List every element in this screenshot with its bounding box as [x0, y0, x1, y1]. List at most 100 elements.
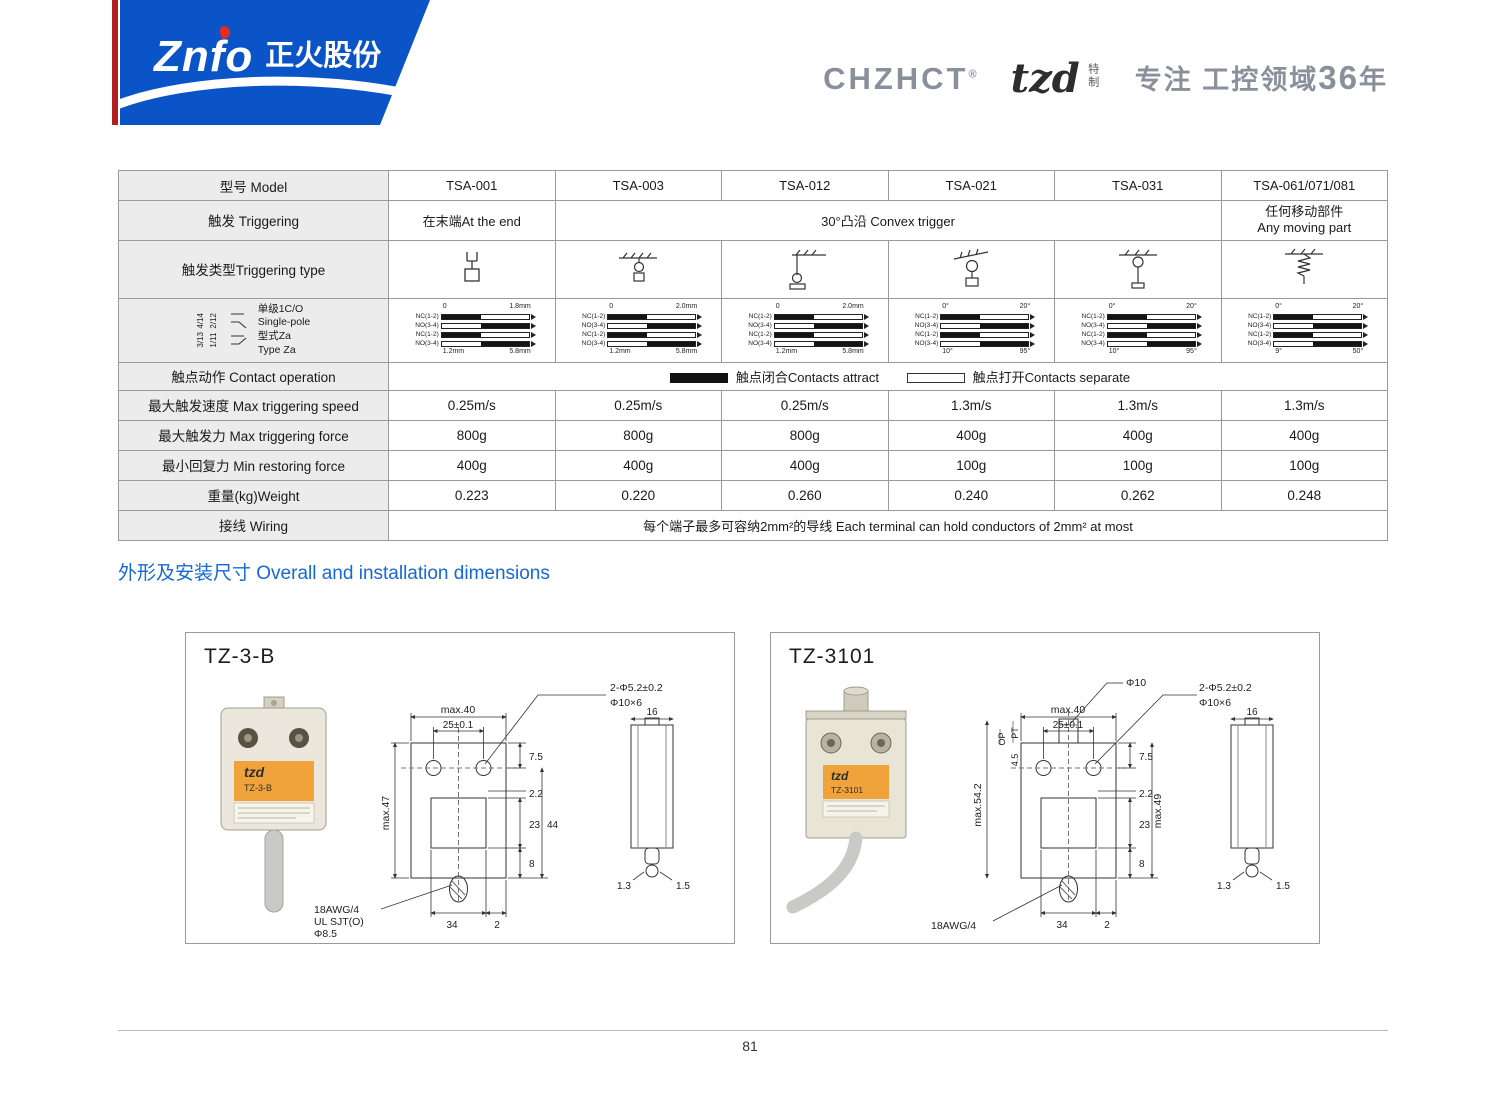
- tz3101-device-illustration: tzd TZ-3101: [786, 686, 907, 914]
- device-brand: tzd: [831, 769, 849, 783]
- spec-table: 型号 Model TSA-001 TSA-003 TSA-012 TSA-021…: [118, 170, 1388, 541]
- svg-text:2.2: 2.2: [529, 789, 543, 800]
- svg-text:18AWG/4: 18AWG/4: [314, 904, 359, 916]
- banner-shape: [120, 0, 430, 125]
- tz3101-dimension-labels: max.40 25±0.1 PT OP 4.5 max.54.2 Φ10 7.5…: [931, 677, 1252, 932]
- svg-text:Φ10×6: Φ10×6: [610, 697, 642, 709]
- tz3b-drawing: tzd TZ-3-B: [220, 682, 690, 940]
- row-wiring: 接线 Wiring 每个端子最多可容纳2mm²的导线 Each terminal…: [118, 509, 1388, 541]
- svg-text:4.5: 4.5: [1010, 754, 1020, 767]
- row-min-force: 最小回复力 Min restoring force 400g 400g 400g…: [118, 449, 1388, 481]
- tz3101-front-view: [1011, 711, 1126, 903]
- row-model: 型号 Model TSA-001 TSA-003 TSA-012 TSA-021…: [118, 170, 1388, 201]
- svg-text:25±0.1: 25±0.1: [1053, 720, 1084, 731]
- pole-label-cell: 4/14 2/12 3/13 1/11 单级1C/O Single-pole 型…: [118, 297, 389, 363]
- actuator-lever-roller-icon: [789, 249, 826, 290]
- contact-diagram-cell: 0°20°NC(1-2)NO(3-4)NC(1-2)NO(3-4)9°50°: [1220, 297, 1388, 363]
- registered-mark: ®: [968, 68, 977, 81]
- contact-diagram-cell: 0°20°NC(1-2)NO(3-4)NC(1-2)NO(3-4)10°95°: [887, 297, 1055, 363]
- svg-text:8: 8: [1139, 859, 1145, 870]
- svg-text:7.5: 7.5: [529, 752, 543, 763]
- actuator-ball-rod-icon: [1118, 249, 1157, 289]
- wiring-value: 每个端子最多可容纳2mm²的导线 Each terminal can hold …: [388, 509, 1388, 541]
- svg-text:44: 44: [547, 820, 559, 831]
- tz3101-side-view: [1230, 717, 1274, 881]
- row-contact-diagrams: 4/14 2/12 3/13 1/11 单级1C/O Single-pole 型…: [118, 297, 1388, 363]
- panel-title: TZ-3-B: [204, 645, 276, 668]
- chzhct-logo: CHZHCT®: [823, 61, 977, 97]
- svg-text:2-Φ5.2±0.2: 2-Φ5.2±0.2: [1199, 682, 1252, 694]
- terminal-numbers: 4/14 2/12 3/13 1/11: [195, 312, 218, 348]
- contact-travel-diagram: 0°20°NC(1-2)NO(3-4)NC(1-2)NO(3-4)10°95°: [1081, 303, 1202, 355]
- weight-label: 重量(kg)Weight: [118, 479, 389, 511]
- logo-latin-text: Znfo: [154, 32, 254, 81]
- logo-cn-text: 正火股份: [265, 40, 382, 72]
- device-model: TZ-3-B: [244, 783, 272, 793]
- tzd-tag: 特制: [1086, 63, 1099, 89]
- svg-text:7.5: 7.5: [1139, 752, 1153, 763]
- actuator-cell: [554, 239, 722, 299]
- triggering-convex: 30°凸沿 Convex trigger: [554, 200, 1222, 241]
- drawing-panel-tz3101: TZ-3101 tzd TZ-3101: [770, 632, 1320, 944]
- drawing-panel-tz3b: TZ-3-B tzd TZ-3-B: [185, 632, 735, 944]
- svg-text:2: 2: [1104, 920, 1110, 931]
- actuator-spring-rod-icon: [1285, 248, 1324, 284]
- actuator-ball-plunger-icon: [954, 248, 989, 287]
- actuator-cell: [1220, 239, 1388, 299]
- page-number: 81: [742, 1038, 758, 1054]
- footer-divider: [118, 1030, 1388, 1031]
- svg-text:16: 16: [646, 707, 658, 718]
- row-max-force: 最大触发力 Max triggering force 800g 800g 800…: [118, 419, 1388, 451]
- svg-text:34: 34: [1056, 920, 1068, 931]
- svg-text:max.49: max.49: [1152, 794, 1164, 829]
- model-value: TSA-003: [554, 170, 722, 201]
- tz3b-device-illustration: tzd TZ-3-B: [220, 696, 327, 913]
- min-force-label: 最小回复力 Min restoring force: [118, 449, 389, 481]
- header-brands: CHZHCT® tzd 特制 专注 工控领域36年: [823, 55, 1388, 102]
- tz3101-dimension-lines: [985, 682, 1197, 922]
- contact-diagram-cell: 0°20°NC(1-2)NO(3-4)NC(1-2)NO(3-4)10°95°: [1054, 297, 1222, 363]
- tz3b-front-view: [401, 728, 516, 903]
- svg-text:Φ8.5: Φ8.5: [314, 928, 337, 940]
- tz3101-drawing: tzd TZ-3101: [786, 677, 1290, 932]
- separate-swatch: [906, 372, 965, 383]
- contact-operation-legend: 触点闭合Contacts attract 触点打开Contacts separa…: [388, 361, 1388, 391]
- max-force-label: 最大触发力 Max triggering force: [118, 419, 389, 451]
- model-value: TSA-001: [388, 170, 556, 201]
- svg-text:23: 23: [1139, 820, 1151, 831]
- svg-text:OP: OP: [997, 732, 1007, 745]
- tzd-logo: tzd 特制: [1010, 55, 1101, 102]
- actuator-end-pin-icon: [464, 251, 480, 282]
- contact-travel-diagram: 0°20°NC(1-2)NO(3-4)NC(1-2)NO(3-4)9°50°: [1247, 303, 1369, 355]
- actuator-cell: [388, 239, 556, 299]
- chzhct-text: CHZHCT: [823, 61, 969, 96]
- max-speed-label: 最大触发速度 Max triggering speed: [118, 389, 389, 421]
- triggering-label: 触发 Triggering: [118, 200, 389, 241]
- contact-travel-diagram: 0°20°NC(1-2)NO(3-4)NC(1-2)NO(3-4)10°95°: [914, 303, 1036, 355]
- model-label: 型号 Model: [118, 170, 389, 201]
- section-title: 外形及安装尺寸 Overall and installation dimensi…: [118, 563, 550, 584]
- contact-operation-label: 触点动作 Contact operation: [118, 361, 389, 391]
- slogan: 专注 工控领域36年: [1134, 59, 1388, 96]
- model-value: TSA-031: [1054, 170, 1222, 201]
- svg-text:1.5: 1.5: [1276, 881, 1290, 892]
- tz3b-side-view: [630, 717, 674, 881]
- svg-text:23: 23: [529, 820, 541, 831]
- svg-text:34: 34: [446, 920, 458, 931]
- svg-text:PT: PT: [1010, 727, 1020, 739]
- svg-text:Φ10×6: Φ10×6: [1199, 697, 1231, 709]
- triggering-type-label: 触发类型Triggering type: [118, 239, 389, 299]
- svg-text:Φ10: Φ10: [1126, 677, 1146, 689]
- svg-text:max.47: max.47: [380, 796, 392, 831]
- tz3b-dimension-lines: [380, 694, 606, 917]
- contact-symbol-icon: [230, 313, 247, 345]
- tzd-text: tzd: [1010, 55, 1080, 102]
- model-value: TSA-061/071/081: [1220, 170, 1388, 201]
- svg-text:25±0.1: 25±0.1: [443, 720, 474, 731]
- tz3b-dimension-labels: max.40 25±0.1 max.47 7.5 2.2 23 8 44 34 …: [314, 682, 663, 940]
